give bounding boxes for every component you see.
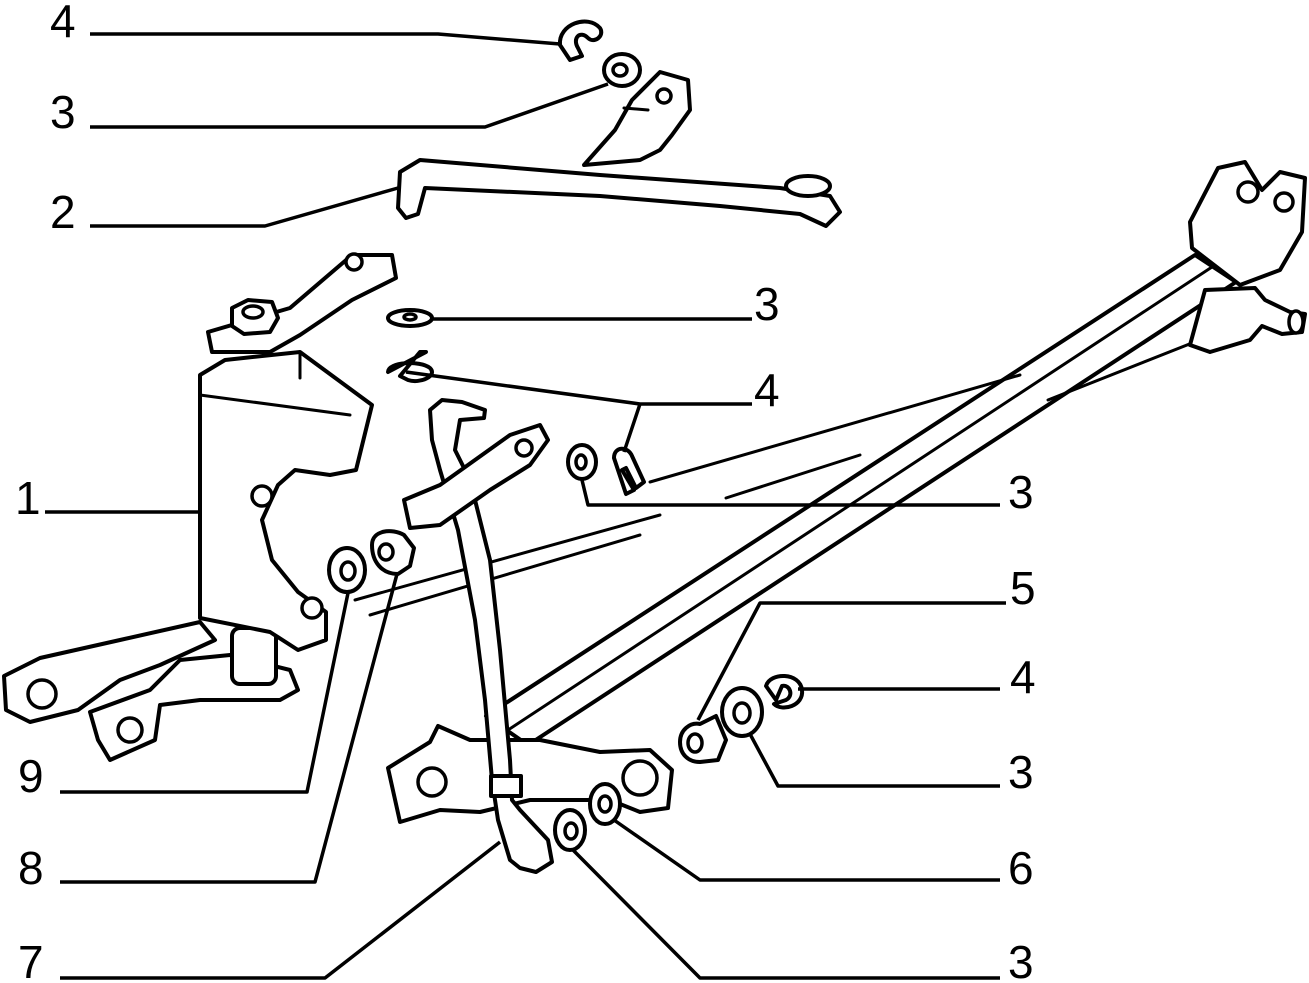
leader-2	[90, 186, 399, 228]
leader-3-bottom	[571, 848, 1000, 980]
callout-8: 8	[18, 842, 44, 894]
part-4-clip-lower	[764, 674, 805, 710]
callout-3-bottom: 3	[1008, 936, 1034, 983]
callout-9: 9	[18, 750, 44, 802]
part-3-washer-top	[602, 52, 642, 88]
callout-3-upper-mid: 3	[754, 278, 780, 330]
leader-3-top	[90, 82, 609, 129]
part-2-link-rod	[396, 158, 842, 228]
leader-4-mid	[405, 370, 752, 406]
callout-7: 7	[18, 936, 44, 983]
part-9-washer	[327, 546, 367, 594]
callout-1: 1	[15, 472, 41, 524]
callout-2: 2	[50, 186, 76, 238]
callout-5: 5	[1010, 562, 1036, 614]
callout-4-lower: 4	[1010, 651, 1036, 703]
part-3-washer-mid	[566, 443, 598, 481]
part-8-bushing	[370, 529, 416, 576]
leader-3-mid	[580, 479, 1000, 507]
part-3-washer-bottom	[553, 808, 587, 852]
part-4-clip-mid	[386, 350, 434, 383]
part-3-washer-upper	[386, 308, 434, 328]
leader-3-lower	[748, 733, 1000, 788]
callout-numbers: 4 3 2 3 4 1 3 5 4 9 3 8 6 7 3	[15, 0, 1036, 983]
callout-6: 6	[1008, 842, 1034, 894]
part-4-clip-top	[557, 19, 604, 62]
part-6-washer	[588, 782, 622, 826]
part-4-split-pin	[612, 446, 646, 496]
leader-5	[696, 601, 1006, 721]
middle-crank-arm	[402, 423, 550, 530]
callout-3-lower: 3	[1008, 746, 1034, 798]
part-3-washer-lower	[720, 686, 764, 738]
part-1-lever-bracket	[2, 252, 398, 762]
part-7-drive-rod	[428, 398, 554, 874]
leader-7	[60, 840, 502, 980]
leader-4-top	[90, 32, 561, 46]
callout-4-top: 4	[50, 0, 76, 47]
callout-4-mid: 4	[754, 364, 780, 416]
leader-8	[60, 573, 399, 884]
upper-crank-arm	[582, 70, 692, 167]
leader-6	[612, 818, 1000, 882]
callout-3-top: 3	[50, 86, 76, 138]
part-5-bushing	[678, 714, 728, 764]
leader-4-mid-branch	[622, 403, 642, 453]
callout-3-mid: 3	[1008, 466, 1034, 518]
leader-9	[60, 592, 350, 794]
leader-lines	[45, 32, 1006, 980]
